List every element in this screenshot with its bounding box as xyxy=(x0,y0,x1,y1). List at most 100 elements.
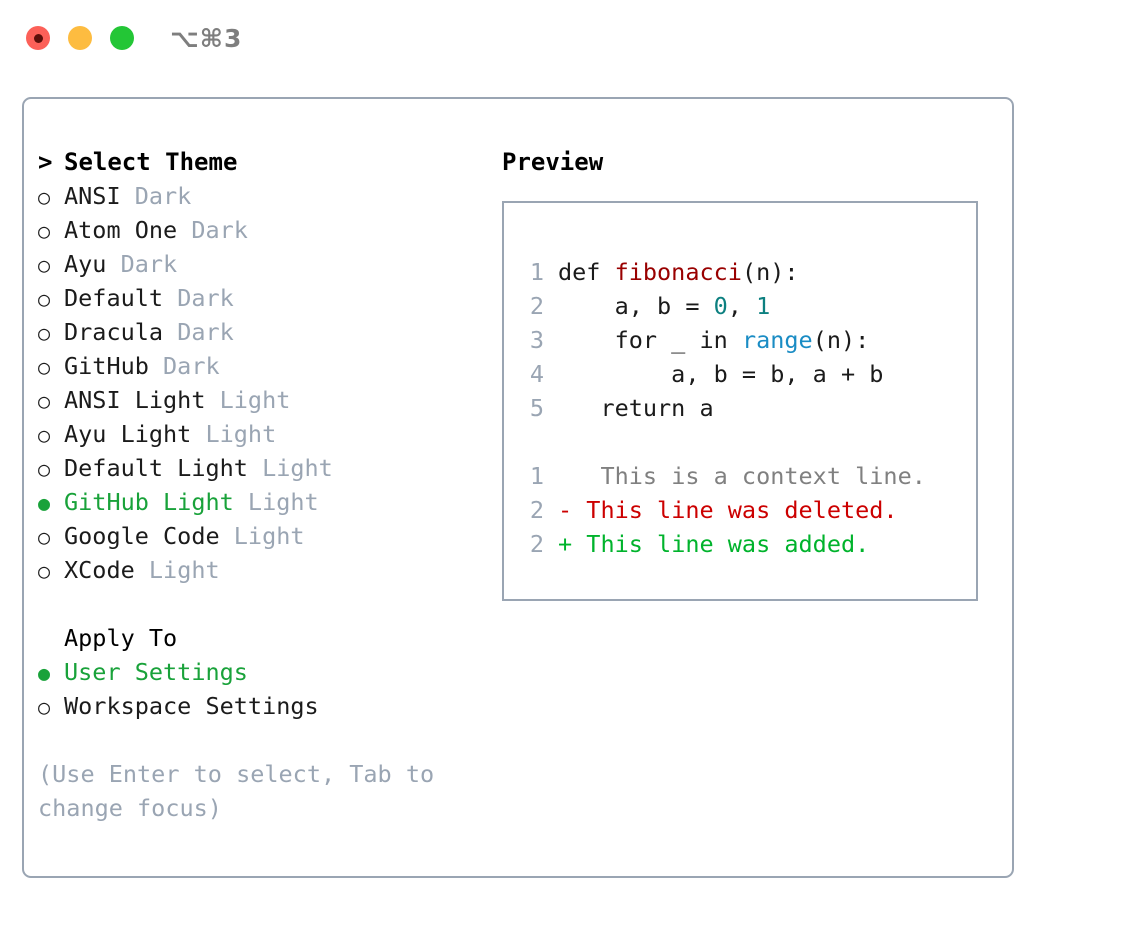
theme-list-item[interactable]: GitHub Dark xyxy=(38,349,478,383)
diff-line: 2+ This line was added. xyxy=(524,527,926,561)
code-token-plain: (n): xyxy=(741,258,799,286)
diff-text: This line was added. xyxy=(572,530,870,558)
theme-name: Ayu Light xyxy=(64,420,192,448)
theme-kind-label: Light xyxy=(205,386,291,414)
apply-to-option-label: Workspace Settings xyxy=(64,692,319,720)
theme-kind-label: Dark xyxy=(163,284,234,312)
theme-kind-label: Dark xyxy=(120,182,192,210)
apply-to-option-label: User Settings xyxy=(64,658,248,686)
code-line: 3 for _ in range(n): xyxy=(524,323,926,357)
theme-kind-label: Dark xyxy=(148,352,220,380)
code-token-plain: return a xyxy=(558,394,714,422)
close-button[interactable] xyxy=(26,26,50,50)
code-line-number: 5 xyxy=(529,394,544,422)
apply-to-header: Apply To xyxy=(38,621,478,655)
radio-selected-icon xyxy=(38,655,64,690)
select-theme-header: > Select Theme xyxy=(38,145,478,179)
preview-label: Preview xyxy=(502,148,604,176)
diff-line: 1 This is a context line. xyxy=(524,459,926,493)
theme-kind-label: Dark xyxy=(106,250,178,278)
diff-text: This line was deleted. xyxy=(572,496,898,524)
theme-kind-label: Dark xyxy=(163,318,234,346)
radio-unselected-icon xyxy=(38,519,64,554)
diff-line-number: 1 xyxy=(529,462,544,490)
code-line: 4 a, b = b, a + b xyxy=(524,357,926,391)
code-token-num: 1 xyxy=(756,292,771,320)
theme-name: Default xyxy=(64,284,164,312)
radio-unselected-icon xyxy=(38,553,64,588)
radio-unselected-icon xyxy=(38,451,64,486)
theme-name: GitHub xyxy=(64,352,149,380)
theme-name: Dracula xyxy=(64,318,164,346)
list-gap-spacer xyxy=(38,587,478,621)
theme-list-item[interactable]: Ayu Light Light xyxy=(38,417,478,451)
theme-list-item[interactable]: Ayu Dark xyxy=(38,247,478,281)
radio-unselected-icon xyxy=(38,213,64,248)
minimize-button[interactable] xyxy=(68,26,92,50)
code-line-number: 3 xyxy=(529,326,544,354)
code-token-plain: a, b = b, a + b xyxy=(558,360,884,388)
radio-unselected-icon xyxy=(38,315,64,350)
select-theme-header-label: Select Theme xyxy=(64,148,238,176)
theme-list-item[interactable]: XCode Light xyxy=(38,553,478,587)
apply-to-header-label: Apply To xyxy=(64,624,178,652)
diff-line: 2- This line was deleted. xyxy=(524,493,926,527)
theme-kind-label: Light xyxy=(219,522,305,550)
code-token-plain: (n): xyxy=(812,326,870,354)
code-blank-line xyxy=(524,425,926,459)
hint-line-1: (Use Enter to select, Tab to xyxy=(38,760,435,788)
theme-name: GitHub Light xyxy=(64,488,234,516)
theme-picker-column: >Select Theme ANSI DarkAtom One DarkAyu … xyxy=(38,145,478,825)
theme-name: XCode xyxy=(64,556,135,584)
theme-name: Default Light xyxy=(64,454,248,482)
code-line-number: 2 xyxy=(529,292,544,320)
diff-line-number: 2 xyxy=(529,530,544,558)
diff-line-number: 2 xyxy=(529,496,544,524)
theme-kind-label: Dark xyxy=(177,216,248,244)
code-token-num: 0 xyxy=(713,292,728,320)
theme-list-item[interactable]: Dracula Dark xyxy=(38,315,478,349)
theme-name: ANSI xyxy=(64,182,121,210)
theme-kind-label: Light xyxy=(233,488,319,516)
radio-unselected-icon xyxy=(38,689,64,724)
radio-unselected-icon xyxy=(38,417,64,452)
theme-name: Ayu xyxy=(64,250,107,278)
theme-list-item[interactable]: Google Code Light xyxy=(38,519,478,553)
radio-unselected-icon xyxy=(38,179,64,214)
theme-list-item[interactable]: Default Light Light xyxy=(38,451,478,485)
apply-to-options: User SettingsWorkspace Settings xyxy=(38,655,478,723)
theme-list-item[interactable]: GitHub Light Light xyxy=(38,485,478,519)
hint-gap-spacer xyxy=(38,723,478,757)
theme-list-item[interactable]: Default Dark xyxy=(38,281,478,315)
zoom-button[interactable] xyxy=(110,26,134,50)
code-token-plain: for _ in xyxy=(558,326,742,354)
theme-list: ANSI DarkAtom One DarkAyu DarkDefault Da… xyxy=(38,179,478,587)
code-token-plain: def xyxy=(558,258,615,286)
prompt-marker-icon: > xyxy=(38,148,53,176)
diff-text: This is a context line. xyxy=(572,462,926,490)
radio-selected-icon xyxy=(38,485,64,520)
window-title: ⌥⌘3 xyxy=(170,24,243,53)
theme-name: ANSI Light xyxy=(64,386,206,414)
theme-name: Google Code xyxy=(64,522,220,550)
theme-name: Atom One xyxy=(64,216,178,244)
radio-unselected-icon xyxy=(38,349,64,384)
diff-sign: - xyxy=(558,496,573,524)
radio-unselected-icon xyxy=(38,247,64,282)
hint-line-2: change focus) xyxy=(38,794,222,822)
theme-list-item[interactable]: ANSI Light Light xyxy=(38,383,478,417)
code-token-builtin: range xyxy=(741,326,813,354)
apply-to-option[interactable]: User Settings xyxy=(38,655,478,689)
theme-kind-label: Light xyxy=(247,454,333,482)
code-line: 5 return a xyxy=(524,391,926,425)
theme-list-item[interactable]: ANSI Dark xyxy=(38,179,478,213)
radio-unselected-icon xyxy=(38,383,64,418)
diff-sign xyxy=(558,462,572,490)
code-line-number: 1 xyxy=(529,258,544,286)
apply-to-option[interactable]: Workspace Settings xyxy=(38,689,478,723)
theme-list-item[interactable]: Atom One Dark xyxy=(38,213,478,247)
